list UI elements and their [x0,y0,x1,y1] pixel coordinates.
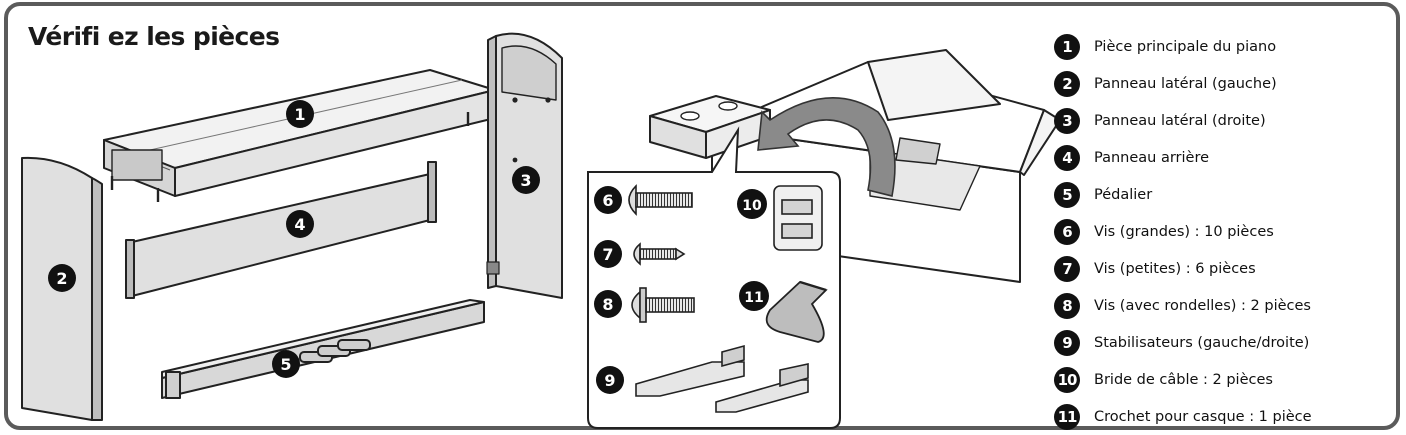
legend-label: Vis (avec rondelles) : 2 pièces [1094,297,1311,314]
legend-number-badge: 7 [1054,255,1080,282]
stabilizers-icon [635,344,809,413]
legend-label: Pédalier [1094,186,1153,203]
pedal-unit [161,299,485,399]
right-side-panel [486,32,563,299]
legend-label: Bride de câble : 2 pièces [1094,371,1273,388]
legend-item: 10 Bride de câble : 2 pièces [1054,361,1394,398]
headphone-hook-icon [765,280,828,343]
callout-1: 1 [286,100,314,128]
screw-small-icon [633,242,686,266]
legend-label: Stabilisateurs (gauche/droite) [1094,334,1310,351]
rear-panel [125,161,437,299]
legend-item: 2 Panneau latéral (gauche) [1054,65,1394,102]
svg-text:9: 9 [604,371,615,390]
screw-washer-icon [631,287,695,323]
legend-number-badge: 5 [1054,181,1080,208]
legend-item: 8 Vis (avec rondelles) : 2 pièces [1054,287,1394,324]
callout-5: 5 [272,350,300,378]
svg-text:11: 11 [744,290,763,306]
legend-label: Crochet pour casque : 1 pièce [1094,408,1312,425]
cable-clamp-icon [773,185,823,251]
legend-number-badge: 2 [1054,70,1080,97]
legend-item: 5 Pédalier [1054,176,1394,213]
svg-text:8: 8 [602,295,613,314]
legend-item: 3 Panneau latéral (droite) [1054,102,1394,139]
screw-large-icon [628,184,693,216]
callout-8: 8 [594,290,622,318]
legend-item: 7 Vis (petites) : 6 pièces [1054,250,1394,287]
callout-11: 11 [739,281,769,311]
legend-label: Vis (grandes) : 10 pièces [1094,223,1274,240]
legend-number-badge: 8 [1054,292,1080,319]
legend-item: 6 Vis (grandes) : 10 pièces [1054,213,1394,250]
legend-number-badge: 11 [1054,403,1080,430]
diagram-title: Vérifi ez les pièces [28,22,280,51]
svg-text:7: 7 [602,245,613,264]
legend-label: Vis (petites) : 6 pièces [1094,260,1256,277]
svg-text:5: 5 [280,355,291,374]
svg-text:6: 6 [602,191,613,210]
legend-label: Panneau latéral (droite) [1094,112,1266,129]
svg-text:2: 2 [56,269,67,288]
svg-text:10: 10 [742,198,762,214]
svg-text:1: 1 [294,105,305,124]
legend-number-badge: 9 [1054,329,1080,356]
legend-number-badge: 10 [1054,366,1080,393]
legend-number-badge: 3 [1054,107,1080,134]
legend-item: 4 Panneau arrière [1054,139,1394,176]
legend-label: Panneau arrière [1094,149,1210,166]
legend-number-badge: 6 [1054,218,1080,245]
callout-10: 10 [737,189,767,219]
legend-item: 9 Stabilisateurs (gauche/droite) [1054,324,1394,361]
unpack-arrow-icon [757,97,896,197]
callout-6: 6 [594,186,622,214]
legend-label: Pièce principale du piano [1094,38,1277,55]
legend-item: 11 Crochet pour casque : 1 pièce [1054,398,1394,435]
svg-text:3: 3 [520,171,531,190]
callout-4: 4 [286,210,314,238]
legend-number-badge: 4 [1054,144,1080,171]
callout-3: 3 [512,166,540,194]
callout-2: 2 [48,264,76,292]
svg-text:4: 4 [294,215,305,234]
legend-number-badge: 1 [1054,33,1080,60]
callout-7: 7 [594,240,622,268]
legend-item: 1 Pièce principale du piano [1054,28,1394,65]
legend-label: Panneau latéral (gauche) [1094,75,1277,92]
callout-9: 9 [596,366,624,394]
